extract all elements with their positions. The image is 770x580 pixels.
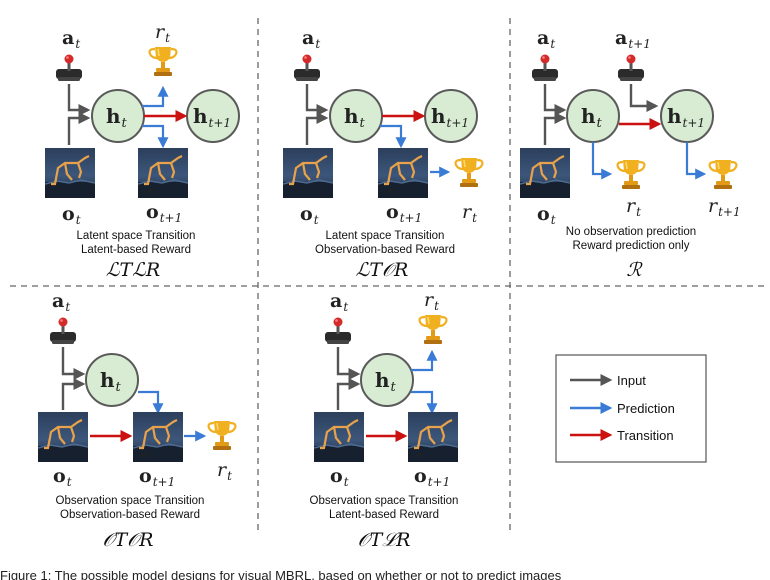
svg-text:ot+1: ot+1: [386, 201, 422, 225]
legend-prediction-label: Prediction: [617, 401, 675, 416]
joystick-icon: [532, 54, 558, 81]
svg-text:^: ^: [413, 450, 426, 468]
observation-image: [45, 148, 95, 198]
legend-transition-label: Transition: [617, 428, 674, 443]
observation-image: [520, 148, 570, 198]
svg-text:Reward prediction only: Reward prediction only: [573, 240, 690, 252]
legend-input-label: Input: [617, 373, 646, 388]
svg-text:Observation space Transition: Observation space Transition: [56, 495, 205, 507]
panel-observation-transition-latent-reward: at ht rt ot ot+1 ^ Observation space Tra…: [310, 289, 459, 551]
svg-text:Latent-based Reward: Latent-based Reward: [329, 509, 439, 521]
svg-text:Observation-based Reward: Observation-based Reward: [315, 244, 455, 256]
trophy-icon-next: [708, 158, 738, 191]
svg-text:ht: ht: [344, 104, 366, 131]
svg-text:ht: ht: [100, 368, 122, 395]
svg-text:ot: ot: [62, 203, 81, 227]
trophy-icon: [454, 156, 484, 189]
svg-text:ht+1: ht+1: [431, 104, 469, 130]
figure-caption: Figure 1: The possible model designs for…: [0, 571, 562, 580]
svg-text:rt: rt: [462, 201, 477, 225]
svg-text:Observation-based Reward: Observation-based Reward: [60, 509, 200, 521]
svg-text:ot+1: ot+1: [146, 201, 182, 225]
svg-text:at+1: at+1: [615, 27, 651, 51]
panel-label: ℛ: [626, 259, 643, 281]
joystick-icon-next: [618, 54, 644, 81]
panel-latent-transition-latent-reward: at ht ht+1 rt ot ot+1 ^ Latent space Tra…: [45, 21, 240, 281]
panel-observation-transition-observation-reward: at ht ot ot+1 ^ rt Observation space Tra…: [38, 290, 237, 551]
svg-text:ht: ht: [375, 368, 397, 395]
svg-text:rt: rt: [424, 289, 439, 313]
panel-reward-only: at at+1 ht ht+1 ot rt rt+1 No: [520, 27, 741, 281]
svg-text:rt+1: rt+1: [708, 195, 741, 219]
svg-text:Observation space Transition: Observation space Transition: [310, 495, 459, 507]
panel-label: 𝒪TℒR: [358, 529, 411, 551]
svg-text:Latent space Transition: Latent space Transition: [77, 230, 196, 242]
legend: Input Prediction Transition: [555, 354, 707, 463]
panel-latent-transition-observation-reward: at ht ht+1 ot ot+1 ^ rt Latent space Tra…: [283, 27, 484, 281]
panel-label: ℒT𝒪R: [356, 259, 409, 281]
svg-text:at: at: [52, 290, 70, 314]
latent-node-ht: [360, 353, 414, 407]
svg-text:Latent space Transition: Latent space Transition: [326, 230, 445, 242]
latent-node-ht: [85, 353, 139, 407]
svg-text:ht: ht: [106, 104, 128, 131]
svg-text:ot+1: ot+1: [414, 465, 450, 489]
svg-text:ht: ht: [581, 104, 603, 131]
joystick-icon: [294, 54, 320, 81]
svg-text:ot+1: ot+1: [139, 465, 175, 489]
svg-text:ot: ot: [53, 465, 72, 489]
panel-label: ℒTℒR: [106, 259, 160, 281]
trophy-icon: [207, 419, 237, 452]
svg-text:ot: ot: [330, 465, 349, 489]
trophy-icon: [418, 313, 448, 346]
svg-text:at: at: [537, 27, 555, 51]
svg-text:rt: rt: [626, 195, 641, 219]
svg-text:Latent-based Reward: Latent-based Reward: [81, 244, 191, 256]
svg-text:ot: ot: [300, 203, 319, 227]
svg-text:^: ^: [385, 186, 398, 204]
svg-text:rt: rt: [217, 459, 232, 483]
joystick-icon: [56, 54, 82, 81]
svg-text:ht+1: ht+1: [193, 104, 231, 130]
svg-text:^: ^: [145, 186, 158, 204]
observation-image: [38, 412, 88, 462]
trophy-icon: [148, 45, 178, 78]
joystick-icon: [50, 317, 76, 344]
svg-text:No observation prediction: No observation prediction: [566, 226, 696, 238]
panel-label: 𝒪T𝒪R: [103, 529, 154, 551]
joystick-icon: [325, 317, 351, 344]
svg-text:ot: ot: [537, 203, 556, 227]
svg-text:rt: rt: [155, 21, 170, 45]
svg-text:ht+1: ht+1: [667, 104, 705, 130]
svg-text:at: at: [302, 27, 320, 51]
svg-text:^: ^: [138, 450, 151, 468]
observation-image: [314, 412, 364, 462]
observation-image: [283, 148, 333, 198]
action-label: at: [62, 27, 80, 51]
svg-text:at: at: [330, 290, 348, 314]
trophy-icon: [616, 158, 646, 191]
